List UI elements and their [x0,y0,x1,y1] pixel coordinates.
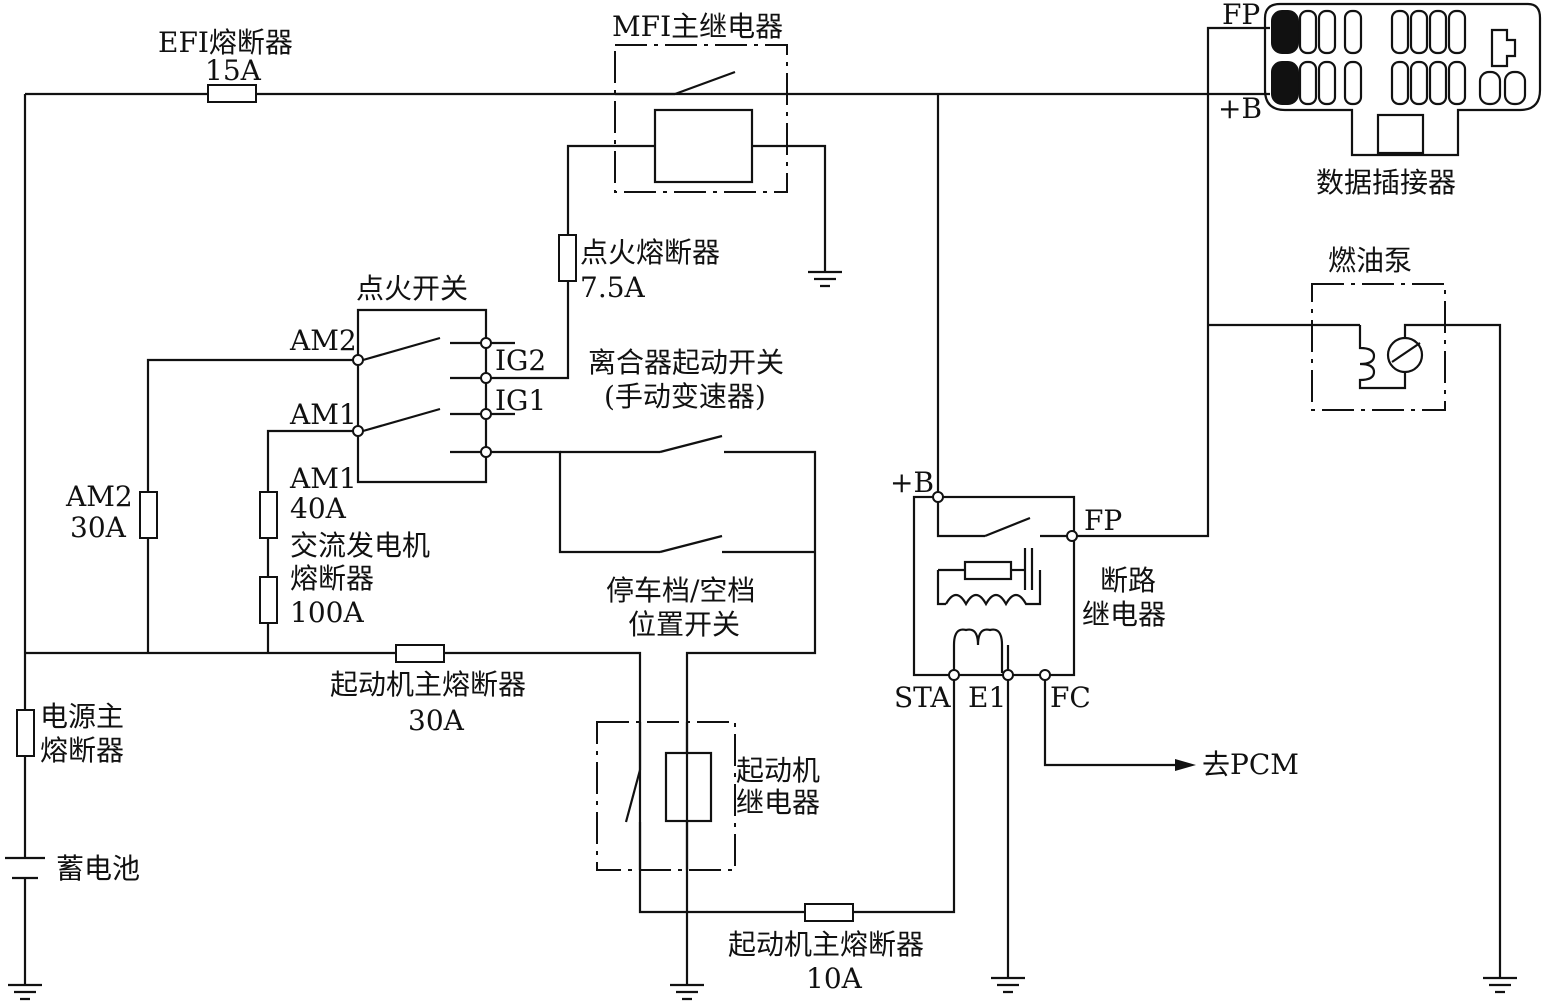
labels: EFI熔断器 15A MFI主继电器 FP +B 数据插接器 点火熔断器 7.5… [40,0,1456,995]
am1-terminal-label: AM1 [289,398,357,431]
ignition-switch-label: 点火开关 [356,272,468,305]
battery-symbol [5,856,45,880]
starter-relay-label-1: 起动机 [736,754,820,787]
power-main-fuse-label-1: 电源主 [40,700,124,733]
ig2-terminal-label: IG2 [495,344,546,377]
am1-fuse-label: AM1 [289,462,357,495]
am2-fuse-rating: 30A [70,511,127,544]
ground-e1 [991,976,1025,994]
am2-fuse [139,491,158,539]
pcm-arrow [1175,759,1196,771]
fuel-pump [1311,283,1446,411]
ignition-switch [352,308,515,484]
park-neutral-label-1: 停车档/空档 [606,574,755,607]
park-neutral-label-2: 位置开关 [628,608,740,641]
clutch-switch-label: 离合器起动开关 [588,346,784,379]
starter-fuse-bottom-rating: 10A [806,962,863,995]
data-connector-label: 数据插接器 [1316,166,1456,199]
alternator-fuse [259,576,278,624]
mfi-main-relay [614,44,788,193]
starter-main-fuse-rating: 30A [408,704,465,737]
data-connector [1263,2,1542,157]
am1-fuse-rating: 40A [290,492,347,525]
ground-battery [8,983,42,1001]
starter-relay-label-2: 继电器 [736,786,820,819]
battery-label: 蓄电池 [56,852,140,885]
am2-terminal-label: AM2 [289,324,357,357]
starter-main-fuse-30a [395,644,445,663]
ground-pump [1483,976,1517,994]
starter-relay [596,721,736,871]
fp-relay-label: FP [1084,504,1122,537]
fc-terminal-label: FC [1050,681,1091,714]
e1-terminal-label: E1 [968,681,1006,714]
fp-top-label: FP [1222,0,1260,31]
circuit-relay-label-1: 断路 [1100,564,1156,597]
alternator-fuse-label-1: 交流发电机 [290,529,430,562]
ignition-fuse-rating: 7.5A [580,271,646,304]
sta-terminal-label: STA [894,681,951,714]
starter-main-fuse-10a [804,903,854,922]
power-main-fuse-label-2: 熔断器 [40,734,124,767]
plus-b-relay-label: +B [890,466,934,499]
ground-symbols [8,270,1517,1001]
ignition-fuse-label: 点火熔断器 [580,236,720,269]
circuit-relay-label-2: 继电器 [1082,598,1166,631]
alternator-fuse-label-2: 熔断器 [290,562,374,595]
ig1-terminal-label: IG1 [495,384,546,417]
efi-fuse-label: EFI熔断器 [158,26,293,59]
ground-starter [670,983,704,1001]
clutch-start-switch [659,434,723,454]
efi-fuse-rating: 15A [205,54,262,87]
mfi-relay-label: MFI主继电器 [612,10,783,43]
park-neutral-switch [659,534,723,554]
plus-b-top-label: +B [1218,92,1262,125]
to-pcm-label: 去PCM [1202,748,1299,781]
am1-fuse [259,491,278,539]
am2-fuse-label: AM2 [65,480,133,513]
ground-mfi [808,270,842,288]
clutch-switch-note: (手动变速器) [604,380,766,413]
fuses [16,84,854,922]
efi-fuse [207,84,257,103]
alternator-fuse-rating: 100A [290,596,364,629]
starter-main-fuse-label: 起动机主熔断器 [330,668,526,701]
starter-fuse-bottom-label: 起动机主熔断器 [728,928,924,961]
wires [23,26,1502,985]
fuel-pump-label: 燃油泵 [1328,244,1412,277]
ignition-fuse [558,234,577,282]
circuit-opening-relay [912,491,1078,681]
power-main-fuse [16,709,35,757]
